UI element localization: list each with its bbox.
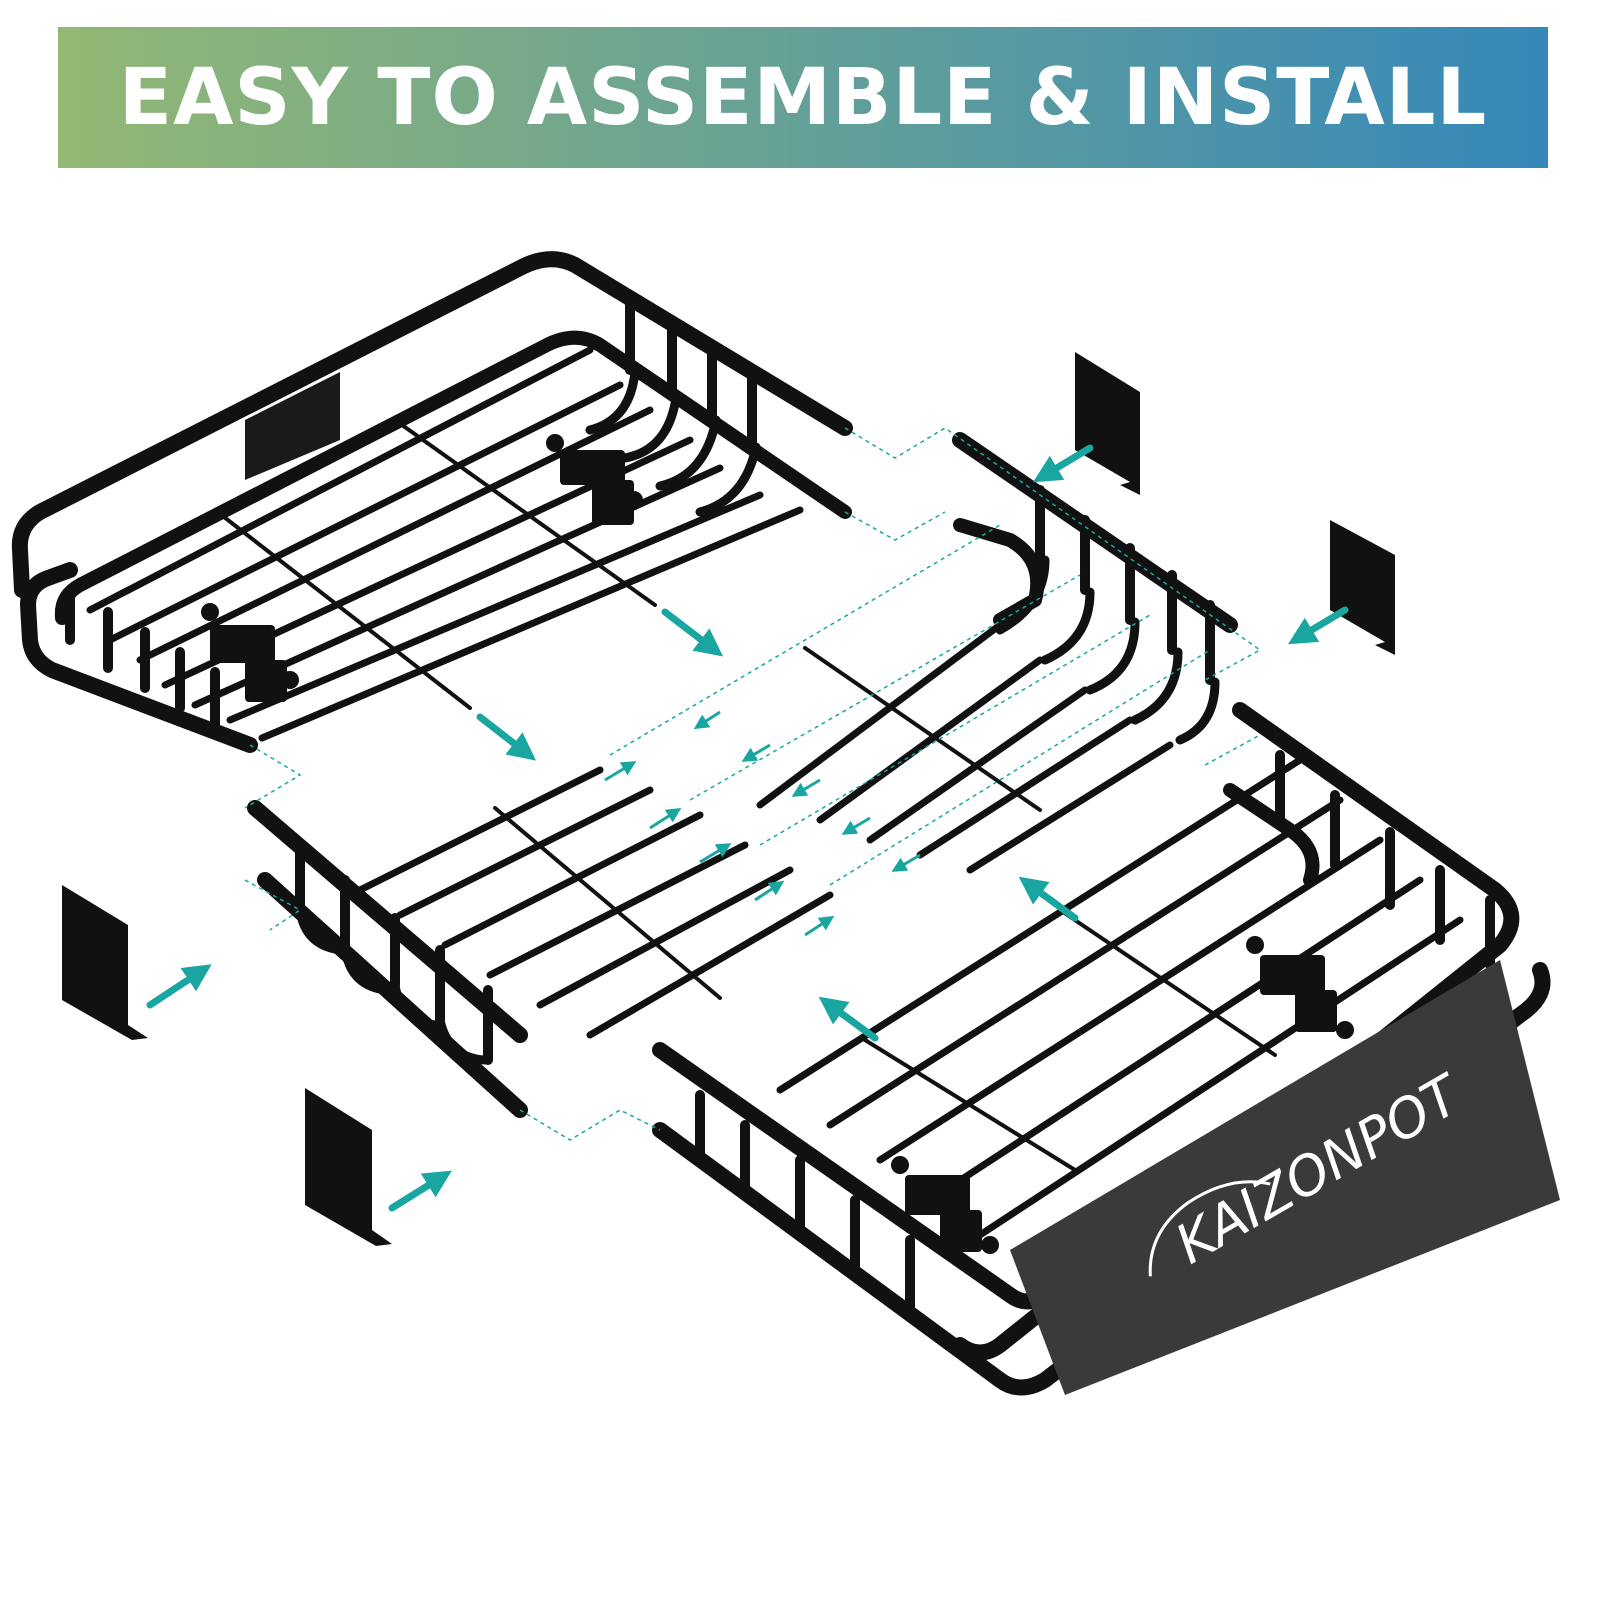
mounting-clamps (201, 434, 1354, 1254)
arrow-2 (476, 713, 537, 761)
side-plate-2 (1330, 520, 1395, 655)
header-banner: EASY TO ASSEMBLE & INSTALL (58, 27, 1548, 168)
arrow-6 (388, 1170, 452, 1212)
rack-section-top-right (756, 432, 1238, 874)
rack-section-top-left (11, 251, 853, 753)
side-plate-1 (1075, 352, 1140, 495)
arrow-3 (1032, 444, 1094, 483)
clamp-top (546, 434, 643, 525)
clamp-bottom (891, 1156, 999, 1254)
banner-title: EASY TO ASSEMBLE & INSTALL (118, 52, 1488, 143)
arrow-4 (1287, 606, 1349, 645)
side-plates (62, 352, 1395, 1246)
arrow-1 (661, 608, 724, 657)
arrow-8 (818, 996, 879, 1042)
direction-arrows (146, 444, 1349, 1212)
side-plate-3 (62, 885, 148, 1040)
arrow-7 (1018, 876, 1079, 922)
side-plate-4 (305, 1088, 392, 1246)
rack-section-bottom-right (652, 702, 1560, 1396)
rack-section-bottom-left (247, 766, 834, 1118)
clamp-right (1246, 936, 1354, 1039)
clamp-left (201, 603, 299, 702)
assembly-guides (244, 427, 1262, 1141)
connector-arrows (604, 710, 921, 937)
arrow-5 (146, 964, 212, 1009)
